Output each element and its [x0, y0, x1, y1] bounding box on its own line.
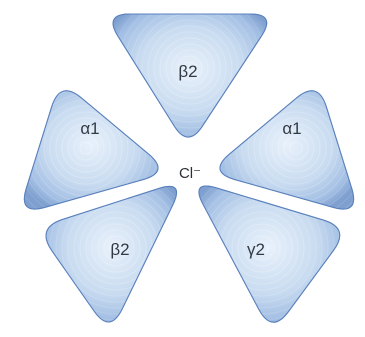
subunit-label-alpha1-right: α1 — [282, 119, 301, 138]
subunit-label-alpha1-left: α1 — [80, 119, 99, 138]
chloride-channel-label: Cl⁻ — [179, 165, 201, 182]
subunit-label-beta2-top: β2 — [178, 62, 197, 81]
subunit-label-beta2-bottom: β2 — [110, 240, 129, 259]
subunit-label-gamma2: γ2 — [247, 240, 265, 259]
subunit-beta2-top: β2 — [112, 0, 268, 146]
